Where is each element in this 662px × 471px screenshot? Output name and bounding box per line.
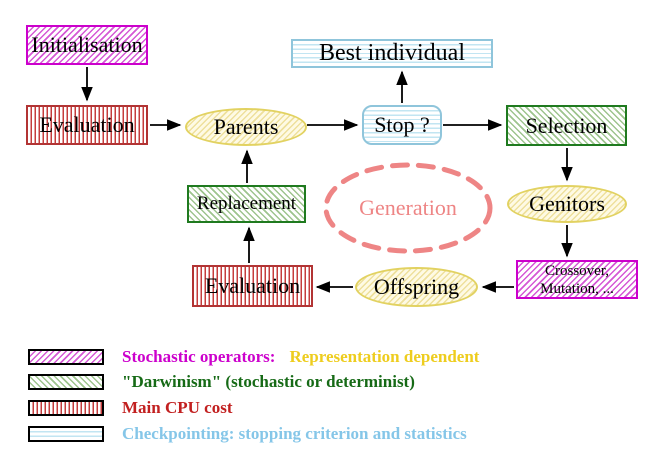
legend-row-stochastic: Stochastic operators: Representation dep… xyxy=(28,347,479,367)
arrows xyxy=(81,67,573,293)
offspring-ellipse: Offspring xyxy=(355,267,478,307)
legend-label-representation-dependent: Representation dependent xyxy=(289,347,480,366)
legend-swatch-stochastic-operators xyxy=(28,349,104,365)
legend-swatch-checkpointing xyxy=(28,426,104,442)
genitors-ellipse: Genitors xyxy=(507,185,627,223)
selection-box: Selection xyxy=(506,105,627,146)
legend-label-stochastic-operators: Stochastic operators: xyxy=(122,347,276,366)
evaluation-top-label: Evaluation xyxy=(39,112,135,138)
best-individual-label: Best individual xyxy=(319,39,465,66)
legend-row-cpu-cost: Main CPU cost xyxy=(28,398,232,418)
replacement-box: Replacement xyxy=(187,185,306,223)
offspring-label: Offspring xyxy=(373,274,460,300)
generation-dashed-ellipse xyxy=(323,162,493,254)
legend-swatch-cpu-cost xyxy=(28,400,104,416)
initialisation-box: Initialisation xyxy=(26,25,148,65)
legend-row-darwinism: "Darwinism" (stochastic or determinist) xyxy=(28,372,415,392)
parents-ellipse: Parents xyxy=(185,108,307,146)
selection-label: Selection xyxy=(525,112,608,138)
evaluation-bottom-box: Evaluation xyxy=(192,265,313,307)
legend-label-darwinism: "Darwinism" (stochastic or determinist) xyxy=(122,372,415,391)
genitors-label: Genitors xyxy=(529,191,605,217)
legend-label-checkpointing: Checkpointing: stopping criterion and st… xyxy=(122,424,467,443)
legend-label-cpu-cost: Main CPU cost xyxy=(122,398,233,417)
initialisation-label: Initialisation xyxy=(31,32,143,58)
evaluation-bottom-label: Evaluation xyxy=(204,273,301,299)
replacement-label: Replacement xyxy=(196,193,297,215)
evaluation-top-box: Evaluation xyxy=(26,105,148,145)
crossover-label-line2: Mutation, ... xyxy=(540,280,614,297)
best-individual-box: Best individual xyxy=(291,39,493,68)
parents-label: Parents xyxy=(213,114,279,140)
crossover-mutation-box: Crossover, Mutation, ... xyxy=(516,260,638,299)
legend-row-checkpointing: Checkpointing: stopping criterion and st… xyxy=(28,424,467,444)
legend-swatch-darwinism xyxy=(28,374,104,390)
crossover-label-line1: Crossover, xyxy=(545,262,609,279)
stop-label: Stop ? xyxy=(374,112,430,138)
stop-box: Stop ? xyxy=(362,105,442,145)
generation-label: Generation xyxy=(359,195,457,220)
